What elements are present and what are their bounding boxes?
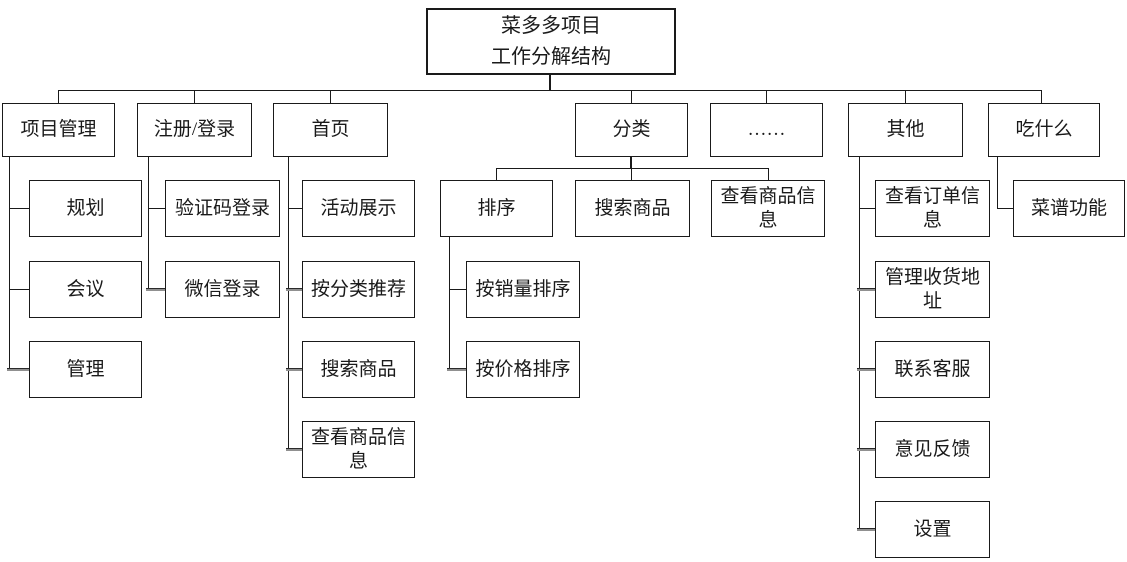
node-settings: 设置 (875, 501, 990, 558)
node-recommend-by-category: 按分类推荐 (302, 261, 415, 318)
node-home-view-product-info: 查看商品信息 (302, 421, 415, 478)
connector-level1-rail (58, 90, 1042, 91)
node-root-label-line1: 菜多多项目 (501, 14, 601, 37)
node-feedback: 意见反馈 (875, 421, 990, 478)
node-register-login: 注册/登录 (137, 103, 252, 157)
connector-stub-meeting (9, 289, 29, 290)
node-contact-customer-service: 联系客服 (875, 341, 990, 398)
node-home-search-products: 搜索商品 (302, 341, 415, 398)
connector-stub-register-login (194, 90, 195, 103)
connector-stub-category-search-products (631, 168, 632, 180)
node-wechat-login: 微信登录 (165, 261, 280, 318)
connector-stub-home-view-product-info (286, 448, 302, 451)
connector-stub-sort-by-price (447, 368, 466, 371)
connector-stub-activity-display (288, 208, 302, 209)
connector-stub-home (330, 90, 331, 103)
connector-stub-sort-by-sales (449, 289, 466, 290)
connector-stub-settings (857, 528, 875, 531)
connector-stub-category (631, 90, 632, 103)
node-home: 首页 (273, 103, 388, 157)
node-captcha-login: 验证码登录 (165, 180, 280, 237)
connector-stub-manage-shipping-address (857, 288, 875, 291)
connector-drop-sort (449, 237, 450, 370)
connector-root-drop (549, 75, 551, 90)
connector-stub-home-search-products (286, 368, 302, 371)
connector-stub-sort (496, 168, 497, 180)
node-planning: 规划 (29, 180, 142, 237)
node-root-label-line2: 工作分解结构 (491, 45, 611, 68)
connector-drop-other (859, 157, 860, 530)
node-sort-by-sales: 按销量排序 (466, 261, 580, 318)
connector-stub-wechat-login (146, 288, 165, 291)
connector-drop-what-to-eat (997, 157, 998, 209)
node-category-search-products: 搜索商品 (575, 180, 690, 237)
connector-drop-project-management (9, 157, 10, 369)
node-root: 菜多多项目 工作分解结构 (426, 8, 676, 75)
node-category-view-product-info: 查看商品信息 (711, 180, 825, 237)
connector-stub-view-order-info (859, 208, 875, 209)
connector-stub-project-management (58, 90, 59, 103)
connector-stub-management (7, 368, 29, 371)
connector-stub-planning (9, 208, 29, 209)
node-manage-shipping-address: 管理收货地址 (875, 261, 990, 318)
connector-drop-register-login (148, 157, 149, 290)
node-what-to-eat: 吃什么 (988, 103, 1100, 157)
node-category: 分类 (575, 103, 688, 157)
node-ellipsis: …… (710, 103, 823, 157)
connector-stub-category-view-product-info (768, 168, 769, 180)
connector-drop-category (630, 157, 632, 168)
node-management: 管理 (29, 341, 142, 398)
node-other: 其他 (848, 103, 963, 157)
node-view-order-info: 查看订单信息 (875, 180, 990, 237)
connector-stub-ellipsis (766, 90, 767, 103)
connector-stub-other (905, 90, 906, 103)
connector-stub-recommend-by-category (286, 288, 302, 291)
connector-stub-feedback (857, 448, 875, 451)
node-sort-by-price: 按价格排序 (466, 341, 580, 398)
node-sort: 排序 (440, 180, 553, 237)
connector-drop-home (288, 157, 289, 450)
connector-stub-recipe-function (997, 208, 1013, 209)
connector-stub-captcha-login (148, 208, 165, 209)
node-project-management: 项目管理 (2, 103, 115, 157)
node-recipe-function: 菜谱功能 (1013, 180, 1125, 237)
connector-stub-what-to-eat (1041, 90, 1042, 103)
connector-stub-contact-customer-service (857, 368, 875, 371)
node-activity-display: 活动展示 (302, 180, 415, 237)
connector-category-rail (496, 168, 768, 169)
node-meeting: 会议 (29, 261, 142, 318)
